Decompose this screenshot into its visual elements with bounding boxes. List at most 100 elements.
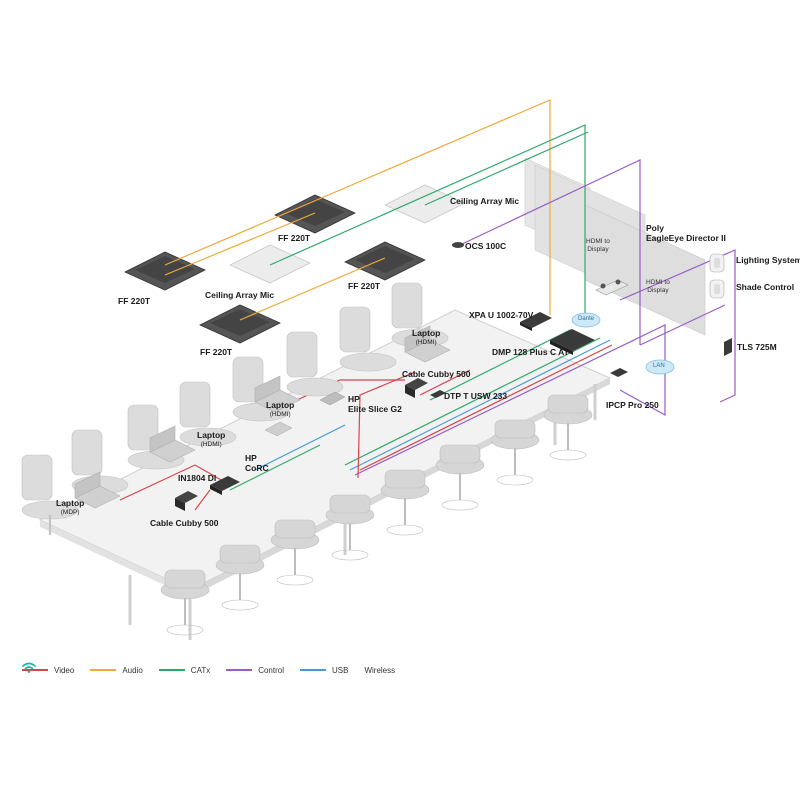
devices — [175, 242, 732, 511]
label-poly: Poly EagleEye Director II — [646, 223, 726, 243]
legend-swatch-video — [22, 669, 48, 671]
dtp-transmitter — [430, 390, 446, 398]
label-laptop-hdmi-1-title: Laptop — [197, 430, 226, 440]
legend-label-wireless: Wireless — [364, 665, 396, 675]
label-lan: LAN — [653, 363, 665, 369]
video-wire — [279, 379, 405, 409]
control-wire — [619, 249, 736, 403]
label-ceiling-mic-2: Ceiling Array Mic — [205, 290, 275, 300]
wiring — [119, 99, 736, 511]
shade-keypad — [709, 279, 725, 299]
ff220t-speaker-2 — [124, 251, 206, 291]
label-dante: Dante — [578, 316, 595, 322]
legend-label-usb: USB — [332, 665, 349, 675]
video-wire — [194, 489, 211, 511]
control-wire — [459, 159, 641, 345]
audio-wire — [164, 99, 551, 315]
legend-item-wireless: Wireless — [22, 662, 396, 675]
chair — [286, 331, 344, 397]
catx-wire — [344, 337, 601, 466]
tls-touchpanel — [724, 338, 732, 356]
label-in1804: IN1804 DI — [178, 473, 217, 483]
label-cable-cubby-top: Cable Cubby 500 — [402, 369, 471, 379]
legend-item-catx: CATx — [158, 666, 210, 675]
chairs-near-side — [160, 394, 593, 636]
video-wire — [359, 344, 613, 471]
label-hp-corc: HP CoRC — [245, 453, 269, 473]
catx-wire — [229, 444, 321, 491]
video-wire — [419, 369, 471, 396]
catx-wire — [269, 124, 586, 320]
label-dtp: DTP T USW 233 — [444, 391, 508, 401]
legend: Video Audio CATx Control USB Wireless — [22, 662, 411, 678]
label-ff220t-2: FF 220T — [118, 296, 151, 306]
laptop-mdp — [74, 471, 121, 509]
audio-wire — [239, 257, 386, 321]
conference-table — [38, 309, 612, 640]
legend-label-video: Video — [54, 665, 75, 675]
ceiling-devices — [124, 184, 466, 344]
camera-poly — [595, 279, 629, 296]
label-laptop-hdmi-1-sub: (HDMI) — [200, 441, 222, 448]
label-hdmi-display-1: HDMI to Display — [586, 238, 610, 253]
audio-wire — [164, 212, 316, 276]
label-laptop-hdmi-1: Laptop (HDMI) — [197, 430, 225, 450]
legend-swatch-control — [226, 669, 253, 671]
xpa-amplifier — [520, 312, 552, 331]
usb-wire — [349, 339, 611, 471]
chair — [179, 381, 237, 447]
lighting-keypad — [709, 253, 725, 273]
chair — [325, 494, 375, 561]
label-laptop-hdmi-3: Laptop (HDMI) — [412, 328, 440, 348]
legend-swatch-audio — [90, 669, 117, 671]
label-laptop-mdp: Laptop (MDP) — [56, 498, 84, 518]
chairs-far-side — [21, 282, 449, 535]
label-ff220t-1: FF 220T — [278, 233, 311, 243]
chair — [380, 469, 430, 536]
label-laptop-hdmi-3-title: Laptop — [412, 328, 441, 338]
label-laptop-mdp-title: Laptop — [56, 498, 85, 508]
label-dmp: DMP 128 Plus C AT — [492, 347, 569, 357]
legend-item-audio: Audio — [90, 666, 143, 675]
video-wire — [119, 464, 231, 501]
display-wall — [524, 157, 706, 336]
chair — [21, 454, 79, 535]
control-wire — [639, 304, 726, 346]
laptop-hdmi-3 — [404, 325, 451, 363]
cable-cubby-top — [405, 378, 428, 398]
legend-item-video: Video — [22, 666, 74, 675]
legend-label-control: Control — [258, 665, 284, 675]
label-tls: TLS 725M — [737, 342, 777, 352]
chair — [160, 569, 210, 636]
usb-wire — [254, 424, 346, 471]
label-hdmi-display-1-line: HDMI to Display — [586, 238, 610, 253]
label-ff220t-3: FF 220T — [348, 281, 381, 291]
label-ocs: OCS 100C — [465, 241, 507, 251]
ocs-100c-sensor — [452, 242, 464, 248]
ff220t-speaker-4 — [199, 304, 281, 344]
label-shade: Shade Control — [736, 282, 795, 292]
legend-item-usb: USB — [300, 666, 348, 675]
hp-elite-slice — [319, 391, 346, 406]
chair — [435, 444, 485, 511]
label-cable-cubby-bottom: Cable Cubby 500 — [150, 518, 219, 528]
wireless-icon — [22, 662, 36, 673]
legend-swatch-catx — [158, 669, 185, 671]
label-hdmi-display-2: HDMI to Display — [646, 279, 670, 294]
chair — [543, 394, 593, 461]
label-ff220t-4: FF 220T — [200, 347, 233, 357]
label-laptop-hdmi-2: Laptop (HDMI) — [266, 400, 294, 420]
catx-wire — [424, 131, 589, 206]
laptops — [74, 325, 451, 509]
label-laptop-hdmi-2-sub: (HDMI) — [269, 411, 291, 418]
legend-swatch-usb — [300, 669, 326, 671]
label-hdmi-display-2-line: HDMI to Display — [646, 279, 670, 294]
ipcp-controller — [610, 368, 628, 377]
label-laptop-hdmi-2-title: Laptop — [266, 400, 295, 410]
laptop-hdmi-1 — [149, 425, 196, 463]
label-ipcp: IPCP Pro 250 — [606, 400, 659, 410]
chair — [490, 419, 540, 486]
dante-cloud — [571, 312, 601, 328]
